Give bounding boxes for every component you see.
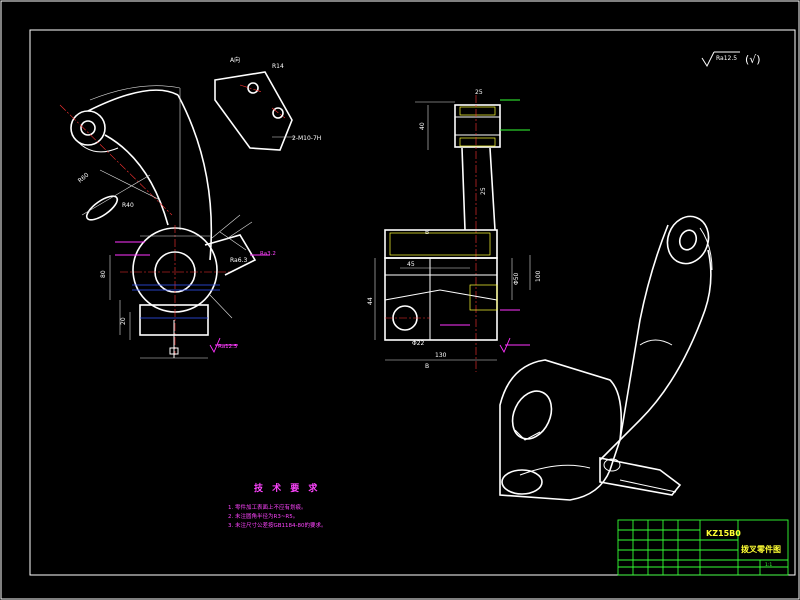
dim-label-ra32: Ra3.2 <box>260 251 276 257</box>
sec-dim-25: 25 <box>475 89 483 96</box>
iso-upper-bore <box>678 229 698 251</box>
clamp-slot <box>169 347 179 355</box>
dim-label-ra125: Ra12.5 <box>218 344 238 350</box>
roughness-note: Ra12.5 (√) <box>701 51 761 68</box>
a-view-hole-spec: 2-M10-7H <box>292 135 321 142</box>
arm-inner-edge <box>104 134 169 226</box>
iso-lug-hole <box>603 458 621 472</box>
sec-dim-100: 100 <box>535 270 542 282</box>
dim-lug-4 <box>209 294 233 319</box>
sec-dim-phi50: Φ50 <box>513 272 520 285</box>
sec-dim-40: 40 <box>419 122 426 130</box>
tb-part-name: 拨叉零件图 <box>741 544 781 554</box>
sec-dim-45: 45 <box>407 261 415 268</box>
a-view-hole-2 <box>272 107 284 119</box>
title-block: KZ15B0 拨叉零件图 1:1 <box>617 519 789 576</box>
tech-req-item-3: 3. 未注尺寸公差按GB1184-80的要求。 <box>228 521 327 529</box>
section-clamp-line <box>384 289 498 301</box>
arm-outer-edge <box>177 94 213 261</box>
iso-hub <box>499 359 623 501</box>
sec-dim-44: 44 <box>367 297 374 305</box>
dim-leader-1 <box>99 169 161 201</box>
iso-arm-edge <box>699 227 713 271</box>
dim-leader-2 <box>81 174 151 216</box>
tech-req-heading: 技 术 要 求 <box>254 482 320 494</box>
dim-lug-1 <box>211 214 241 239</box>
iso-arm-line <box>639 339 673 346</box>
roughness-value: Ra12.5 <box>716 55 737 62</box>
dim-lug-2 <box>219 231 247 251</box>
a-view-radius: R14 <box>272 63 284 70</box>
arm-lower-curve <box>71 134 119 153</box>
tech-req-item-1: 1. 零件加工表面上不应有划痕。 <box>228 503 307 511</box>
radius-arc <box>89 85 181 101</box>
iso-arm-left <box>619 224 669 441</box>
section-view: 25 40 25 45 100 44 130 Φ50 Φ22 B B <box>367 89 542 372</box>
hatch-top-2 <box>459 137 496 147</box>
dim-label-42: 80 <box>100 270 107 278</box>
sec-dim-25b: 25 <box>480 187 487 195</box>
iso-upper-boss <box>666 215 710 265</box>
title-block-frame <box>617 519 789 576</box>
arm-top-arc <box>87 89 179 112</box>
a-view-title: A向 <box>230 56 240 64</box>
dim-label-20: 20 <box>120 317 127 325</box>
dim-label-r60: R60 <box>77 171 91 184</box>
a-view: A向 R14 2-M10-7H <box>214 56 321 151</box>
iso-lug-edge <box>619 479 677 493</box>
section-stem <box>461 147 496 231</box>
iso-hub-bore <box>511 390 553 440</box>
sec-dim-phi22: Φ22 <box>412 340 425 347</box>
slot-ellipse <box>85 195 119 221</box>
tech-req-item-2: 2. 未注圆角半径为R3~R5。 <box>228 512 298 520</box>
left-view: R60 R40 80 20 Ra6.3 Ra3.2 Ra12.5 <box>59 85 276 359</box>
a-view-center-1 <box>239 84 263 93</box>
iso-side-lug <box>599 457 682 496</box>
section-flange <box>384 229 498 259</box>
roughness-check <box>701 51 715 68</box>
a-view-hole-1 <box>247 82 259 94</box>
iso-arm-right <box>599 249 712 461</box>
tech-requirements: 技 术 要 求 1. 零件加工表面上不应有划痕。 2. 未注圆角半径为R3~R5… <box>228 482 327 529</box>
sec-label-b1: B <box>425 229 429 236</box>
section-body <box>384 257 498 341</box>
section-top-boss <box>454 104 501 148</box>
sec-dim-130: 130 <box>435 352 447 359</box>
side-lug <box>204 234 257 276</box>
inner-frame <box>29 29 796 576</box>
upper-bore <box>80 120 96 136</box>
hatch-body <box>469 284 498 311</box>
tb-scale: 1:1 <box>765 562 772 568</box>
roughness-symbol-1 <box>209 337 221 354</box>
iso-lower-edge <box>519 464 591 476</box>
iso-keyway <box>514 429 541 441</box>
hatch-flange <box>389 232 491 256</box>
a-view-outline <box>214 71 293 151</box>
hatch-top <box>459 106 496 116</box>
a-view-center-2 <box>271 107 286 119</box>
roughness-symbol-2 <box>499 337 511 354</box>
iso-lower-boss <box>501 469 543 495</box>
dim-lug-3 <box>224 221 253 241</box>
sec-label-b2: B <box>425 363 429 370</box>
isometric-view <box>499 215 713 501</box>
centerline-diag <box>59 104 173 216</box>
dim-label-ra63: Ra6.3 <box>230 257 247 264</box>
roughness-bracket: (√) <box>745 53 761 66</box>
dim-label-r40: R40 <box>122 202 134 209</box>
tb-part-no: KZ15B0 <box>706 529 741 538</box>
